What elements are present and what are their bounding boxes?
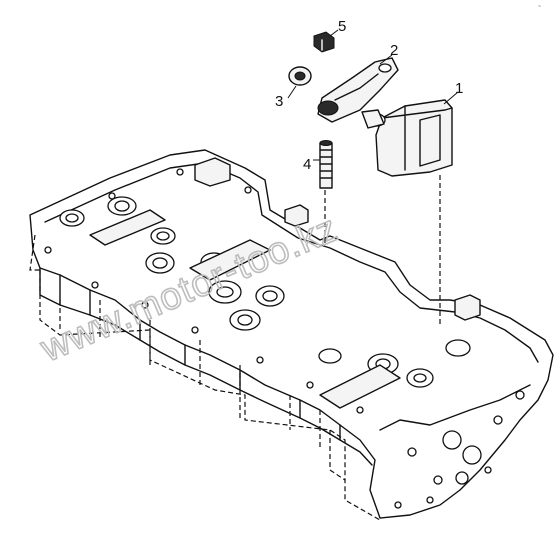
callout-3: 3 — [275, 93, 283, 110]
bolt-holes — [44, 168, 364, 414]
leader-lines — [287, 29, 459, 161]
callout-4: 4 — [303, 156, 311, 173]
callout-5: 5 — [338, 18, 346, 35]
assembly-guide-lines — [324, 175, 441, 325]
lock-nut — [313, 31, 335, 53]
adjusting-screw — [319, 140, 333, 189]
callout-1: 1 — [455, 80, 463, 97]
rocker-arm — [317, 57, 399, 123]
rocker-bracket — [361, 99, 453, 177]
washer — [288, 66, 312, 86]
callout-2: 2 — [390, 42, 398, 59]
end-face — [379, 384, 531, 509]
valve-ports — [59, 196, 471, 388]
cylinder-head — [29, 149, 554, 521]
corner-mark: ~ — [538, 4, 541, 10]
rocker-supports — [89, 157, 481, 409]
